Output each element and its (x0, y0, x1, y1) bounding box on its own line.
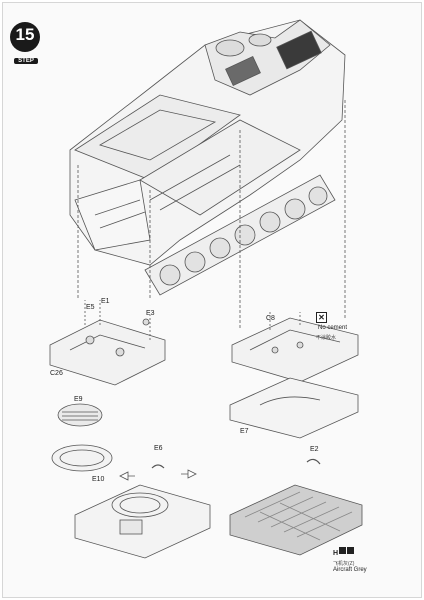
paint-chip-2 (347, 547, 355, 555)
step-badge: 15 STEP (10, 22, 40, 64)
step-circle (10, 22, 40, 52)
arrow-left-mid (119, 471, 135, 481)
label-e3: E3 (146, 310, 155, 317)
step-word: STEP (14, 58, 38, 64)
paint-code: H (333, 550, 339, 557)
vehicle-deck (74, 94, 241, 181)
no-cement-label-cn: 不涂胶水 (316, 335, 337, 341)
label-e2: E2 (310, 446, 319, 453)
road-wheel (159, 264, 181, 286)
paint-callout: H 飞机灰(Z) Aircraft Grey (333, 542, 395, 573)
label-e5: E5 (86, 304, 95, 311)
label-e9: E9 (74, 396, 83, 403)
label-c26: C26 (50, 370, 63, 377)
floor-plate-left (49, 319, 166, 386)
part-e2 (306, 458, 321, 465)
arrow-right-mid (181, 469, 197, 479)
ring-e10 (51, 444, 113, 472)
paint-chip-1 (339, 547, 347, 555)
no-cement-icon: ✕ (316, 312, 327, 323)
paint-name: Aircraft Grey (333, 567, 367, 573)
assembled-floor (74, 484, 211, 559)
label-e1: E1 (101, 298, 110, 305)
part-e6 (151, 464, 165, 469)
step-number: 15 (15, 25, 35, 44)
label-c8: C8 (266, 315, 275, 322)
floor-plate-right (231, 317, 359, 383)
engine-grille (276, 30, 322, 70)
no-cement-label: No cement (318, 325, 348, 331)
hatch-e9 (57, 403, 103, 427)
grid-plate (229, 484, 363, 556)
label-e10: E10 (92, 476, 105, 483)
turret-hatch (215, 39, 245, 57)
part-e3 (142, 318, 150, 326)
label-e6: E6 (154, 445, 163, 452)
plate-e7 (229, 377, 359, 439)
paint-name-cn: 飞机灰(Z) (333, 561, 355, 567)
label-e7: E7 (240, 428, 249, 435)
